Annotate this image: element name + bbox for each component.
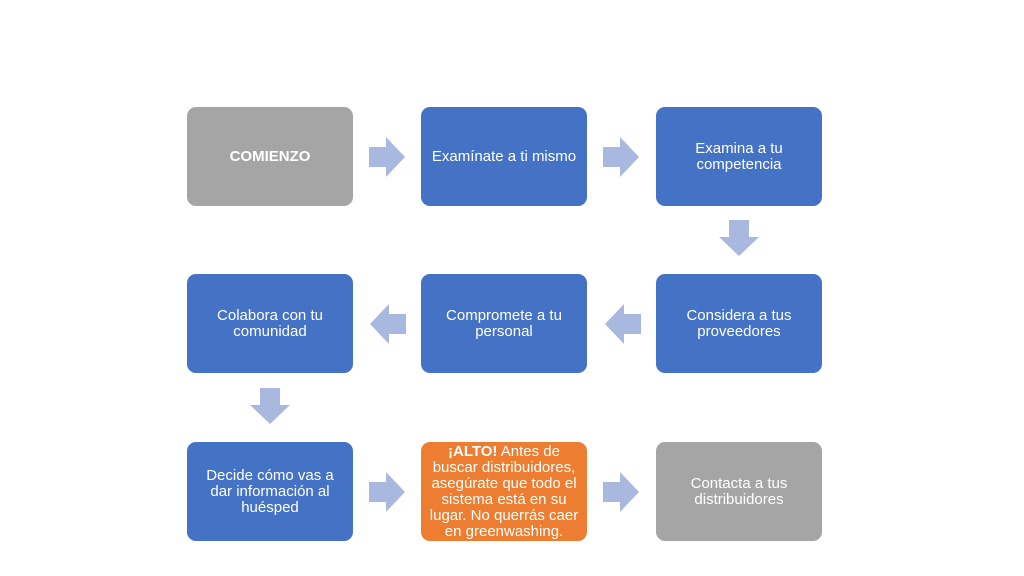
alto-bold-label: ¡ALTO! — [448, 442, 498, 460]
step-label: Examínate a ti mismo — [431, 147, 577, 165]
step-label: Contacta a tus distribuidores — [690, 474, 788, 508]
arrow-down-icon — [719, 220, 759, 256]
step-decide: Decide cómo vas a dar información al hué… — [187, 442, 353, 541]
step-label: Decide cómo vas a dar información al hué… — [206, 466, 334, 516]
arrow-right-icon — [603, 137, 639, 177]
step-label: ¡ALTO! Antes de buscar distribuidores, a… — [427, 442, 581, 540]
step-label: COMIENZO — [229, 147, 311, 165]
arrow-right-icon — [369, 472, 405, 512]
arrow-left-icon — [370, 304, 406, 344]
step-label: Examina a tu competencia — [695, 139, 783, 173]
arrow-right-icon — [603, 472, 639, 512]
step-contacta: Contacta a tus distribuidores — [656, 442, 822, 541]
arrow-right-icon — [369, 137, 405, 177]
step-label: Considera a tus proveedores — [686, 306, 792, 340]
step-examina-competencia: Examina a tu competencia — [656, 107, 822, 206]
step-compromete: Compromete a tu personal — [421, 274, 587, 373]
step-label: Compromete a tu personal — [446, 306, 562, 340]
step-examinate: Examínate a ti mismo — [421, 107, 587, 206]
arrow-left-icon — [605, 304, 641, 344]
step-colabora: Colabora con tu comunidad — [187, 274, 353, 373]
step-considera: Considera a tus proveedores — [656, 274, 822, 373]
step-comienzo: COMIENZO — [187, 107, 353, 206]
alto-text: Antes de buscar distribuidores, asegúrat… — [429, 442, 579, 540]
arrow-down-icon — [250, 388, 290, 424]
step-label: Colabora con tu comunidad — [217, 306, 323, 340]
step-alto-warning: ¡ALTO! Antes de buscar distribuidores, a… — [421, 442, 587, 541]
